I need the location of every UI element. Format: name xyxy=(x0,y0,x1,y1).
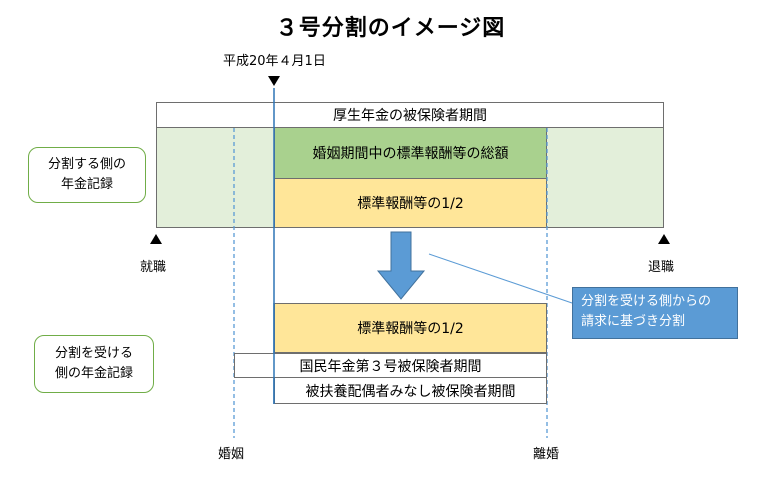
retirement-marker-triangle xyxy=(658,234,670,244)
callout-line1: 分割を受ける側からの xyxy=(581,294,712,309)
callout-pointer-line xyxy=(428,253,573,304)
marriage-label: 婚姻 xyxy=(218,447,245,462)
date-marker-triangle xyxy=(268,76,280,86)
half-top-label: 標準報酬等の1/2 xyxy=(357,196,464,212)
half-bottom-label: 標準報酬等の1/2 xyxy=(357,321,464,337)
deemed-period-box: 被扶養配偶者みなし被保険者期間 xyxy=(274,377,547,404)
date-label: 平成20年４月1日 xyxy=(223,54,326,69)
divider-label-line2: 年金記録 xyxy=(60,177,113,192)
national-pension-box: 国民年金第３号被保険者期間 xyxy=(234,353,547,378)
diagram-title: ３号分割のイメージ図 xyxy=(275,16,506,41)
receiver-record-label: 分割を受ける 側の年金記録 xyxy=(34,335,154,393)
split-request-callout: 分割を受ける側からの 請求に基づき分割 xyxy=(572,287,738,339)
half-bottom-box: 標準報酬等の1/2 xyxy=(274,303,547,353)
marriage-total-label: 婚姻期間中の標準報酬等の総額 xyxy=(312,146,509,162)
receiver-label-line1: 分割を受ける xyxy=(54,346,133,361)
divorce-label: 離婚 xyxy=(533,447,560,462)
employment-label: 就職 xyxy=(140,260,167,275)
divider-record-label: 分割する側の 年金記録 xyxy=(28,147,146,203)
half-top-box: 標準報酬等の1/2 xyxy=(274,178,547,228)
national-pension-label: 国民年金第３号被保険者期間 xyxy=(299,358,482,375)
employee-pension-period-label: 厚生年金の被保険者期間 xyxy=(333,108,487,124)
receiver-label-line2: 側の年金記録 xyxy=(54,366,133,381)
employment-marker-triangle xyxy=(150,234,162,244)
deemed-period-label: 被扶養配偶者みなし被保険者期間 xyxy=(305,383,516,400)
callout-line2: 請求に基づき分割 xyxy=(581,314,686,329)
retirement-label: 退職 xyxy=(648,260,675,275)
divider-label-line1: 分割する側の xyxy=(47,157,126,172)
